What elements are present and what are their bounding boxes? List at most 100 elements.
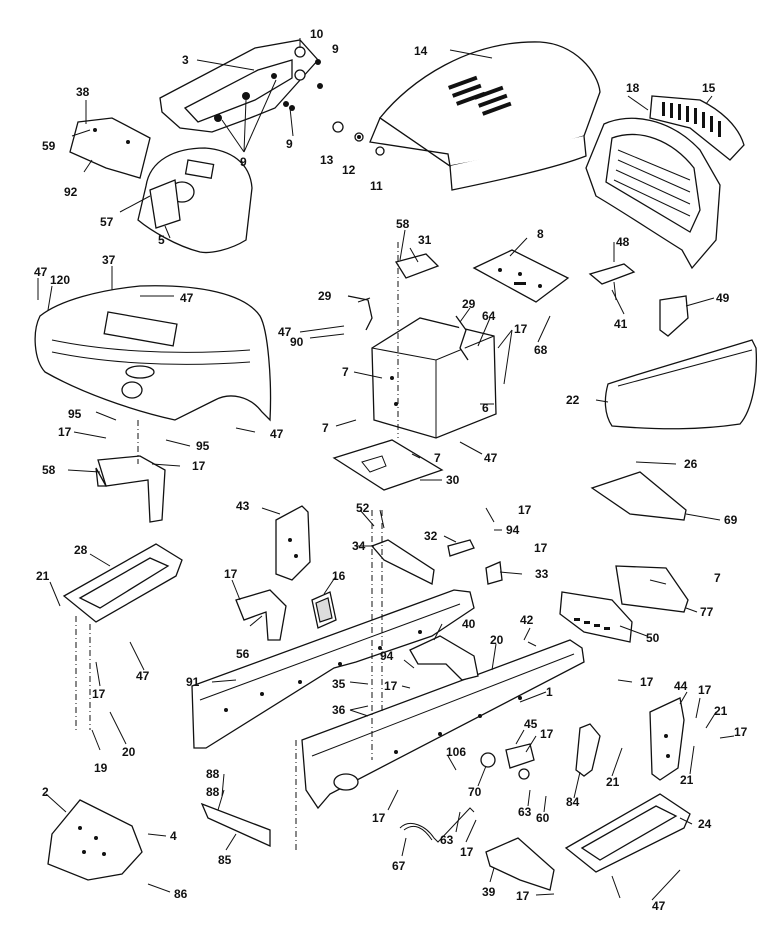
- part-38-plate: [69, 117, 151, 179]
- part-37-fender: [34, 285, 272, 422]
- callout-39: 39: [482, 885, 496, 899]
- callout-17: 17: [518, 503, 532, 517]
- callout-29: 29: [462, 297, 476, 311]
- callout-52: 52: [356, 501, 370, 515]
- callout-60: 60: [536, 811, 550, 825]
- callout-37: 37: [102, 253, 116, 267]
- part-16-gasket: [311, 591, 337, 629]
- part-58-bracket: [95, 455, 166, 523]
- callout-20: 20: [490, 633, 504, 647]
- callout-18: 18: [626, 81, 640, 95]
- part-56-bracket: [235, 589, 287, 641]
- callout-17: 17: [514, 322, 528, 336]
- callout-85: 85: [218, 853, 232, 867]
- callout-9: 9: [286, 137, 293, 151]
- callout-57: 57: [100, 215, 114, 229]
- callout-58: 58: [42, 463, 56, 477]
- callout-15: 15: [702, 81, 716, 95]
- part-45-70-linkage: [480, 743, 535, 780]
- callout-59: 59: [42, 139, 56, 153]
- part-84-lever: [575, 723, 601, 777]
- callout-7: 7: [714, 571, 721, 585]
- callout-17: 17: [224, 567, 238, 581]
- callout-70: 70: [468, 785, 482, 799]
- callout-labels: 3 10 9 9 9 14 18 15 38 59 92 57 5 13 12 …: [34, 27, 748, 913]
- callout-36: 36: [332, 703, 346, 717]
- callout-17: 17: [516, 889, 530, 903]
- callout-6: 6: [482, 401, 489, 415]
- callout-91: 91: [186, 675, 200, 689]
- callout-43: 43: [236, 499, 250, 513]
- callout-67: 67: [392, 859, 406, 873]
- callout-77: 77: [700, 605, 714, 619]
- callout-12: 12: [342, 163, 356, 177]
- leader-lines: [37, 38, 735, 901]
- part-48-bracket: [588, 263, 636, 301]
- part-34-bracket: [370, 539, 435, 585]
- callout-21: 21: [714, 704, 728, 718]
- part-44-bracket: [649, 697, 685, 781]
- callout-31: 31: [418, 233, 432, 247]
- part-15-grille: [649, 95, 745, 161]
- callout-11: 11: [370, 179, 383, 193]
- part-28-foot-pad: [62, 543, 183, 623]
- part-5-dash-console: [137, 147, 253, 254]
- part-39-bracket: [485, 837, 555, 891]
- callout-88: 88: [206, 767, 220, 781]
- part-69-shield: [590, 471, 687, 521]
- callout-44: 44: [674, 679, 688, 693]
- part-14-hood: [369, 41, 601, 191]
- callout-45: 45: [524, 717, 538, 731]
- callout-88: 88: [206, 785, 220, 799]
- callout-3: 3: [182, 53, 189, 67]
- callout-22: 22: [566, 393, 580, 407]
- callout-92: 92: [64, 185, 78, 199]
- part-3-dash-panel: [159, 39, 319, 133]
- callout-5: 5: [158, 233, 165, 247]
- part-11-13-hardware: [332, 121, 385, 156]
- callout-1: 1: [546, 685, 553, 699]
- part-2-plate: [47, 799, 143, 881]
- part-8-plate: [472, 249, 570, 303]
- callout-95: 95: [68, 407, 82, 421]
- callout-21: 21: [680, 773, 694, 787]
- callout-13: 13: [320, 153, 334, 167]
- callout-30: 30: [446, 473, 460, 487]
- callout-50: 50: [646, 631, 660, 645]
- part-10-9-hardware: [283, 46, 323, 111]
- callout-17: 17: [734, 725, 748, 739]
- callout-94: 94: [506, 523, 520, 537]
- callout-17: 17: [540, 727, 554, 741]
- callout-48: 48: [616, 235, 630, 249]
- callout-94: 94: [380, 649, 394, 663]
- part-31-bracket: [394, 253, 440, 279]
- callout-21: 21: [606, 775, 620, 789]
- callout-17: 17: [384, 679, 398, 693]
- callout-63: 63: [440, 833, 454, 847]
- callout-21: 21: [36, 569, 50, 583]
- assembly-centerlines: [75, 242, 399, 850]
- callout-69: 69: [724, 513, 738, 527]
- callout-17: 17: [58, 425, 72, 439]
- callout-17: 17: [372, 811, 386, 825]
- part-50-bracket: [559, 591, 633, 643]
- callout-120: 120: [50, 273, 70, 287]
- callout-9: 9: [332, 42, 339, 56]
- callout-38: 38: [76, 85, 90, 99]
- part-85-bracket: [200, 802, 271, 848]
- callout-63: 63: [518, 805, 532, 819]
- callout-28: 28: [74, 543, 88, 557]
- callout-106: 106: [446, 745, 466, 759]
- callout-34: 34: [352, 539, 366, 553]
- callout-7: 7: [342, 365, 349, 379]
- callout-90: 90: [290, 335, 304, 349]
- part-24-foot-pad: [564, 793, 691, 873]
- callout-17: 17: [92, 687, 106, 701]
- callout-20: 20: [122, 745, 136, 759]
- part-43-bracket: [275, 505, 311, 581]
- part-32-bracket: [447, 539, 475, 557]
- callout-47: 47: [484, 451, 498, 465]
- callout-47: 47: [34, 265, 48, 279]
- callout-14: 14: [414, 44, 428, 58]
